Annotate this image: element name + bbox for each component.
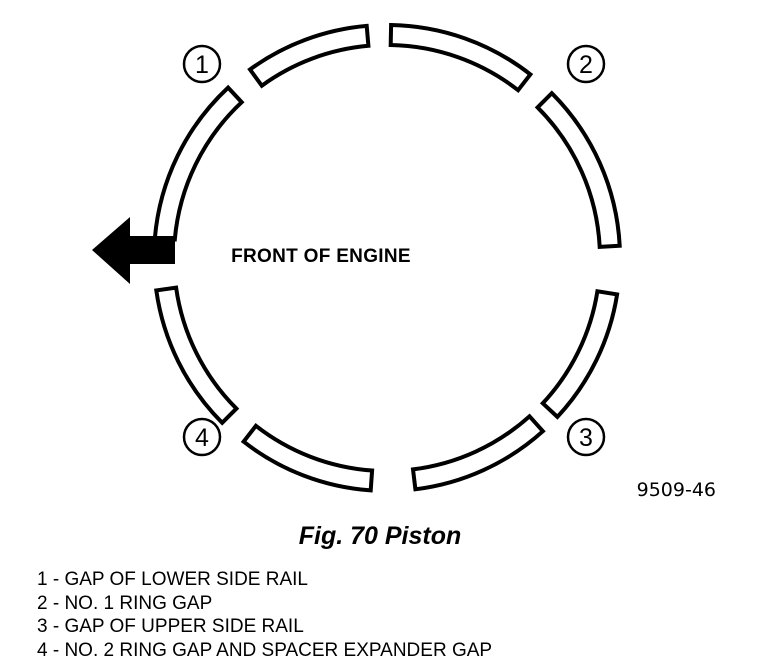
ring-segment-top-right — [388, 22, 534, 94]
front-of-engine-label: FRONT OF ENGINE — [231, 246, 411, 267]
figure-caption: Fig. 70 Piston — [298, 522, 462, 550]
ring-segment-top-left — [247, 23, 371, 89]
figure-code: 9509-46 — [637, 479, 716, 501]
legend-item: 3 - GAP OF UPPER SIDE RAIL — [37, 616, 304, 637]
ring-segments — [152, 22, 622, 493]
callout-3-number: 3 — [579, 424, 593, 452]
ring-segment-right-upper — [534, 90, 622, 250]
callout-2: 2 — [566, 44, 606, 84]
ring-segment-bottom-left — [240, 422, 375, 493]
callout-1: 1 — [182, 44, 222, 84]
legend-item: 2 - NO. 1 RING GAP — [37, 592, 213, 614]
legend-item: 1 - GAP OF LOWER SIDE RAIL — [37, 569, 308, 590]
callout-1-number: 1 — [195, 51, 209, 79]
callout-4: 4 — [182, 417, 222, 457]
ring-segment-bottom-right — [410, 413, 546, 492]
callout-2-number: 2 — [579, 51, 593, 79]
piston-ring-gap-diagram: FRONT OF ENGINE 1 2 3 4 9509-46 — [92, 22, 716, 501]
callout-3: 3 — [566, 417, 606, 457]
front-arrow-icon — [92, 217, 175, 284]
legend-item: 4 - NO. 2 RING GAP AND SPACER EXPANDER G… — [37, 639, 493, 661]
ring-segment-left-upper — [152, 84, 245, 242]
ring-segment-left-lower — [154, 285, 240, 426]
ring-segment-right-lower — [539, 289, 620, 420]
callout-4-number: 4 — [195, 424, 209, 452]
legend-list: 1 - GAP OF LOWER SIDE RAIL 2 - NO. 1 RIN… — [37, 568, 492, 662]
